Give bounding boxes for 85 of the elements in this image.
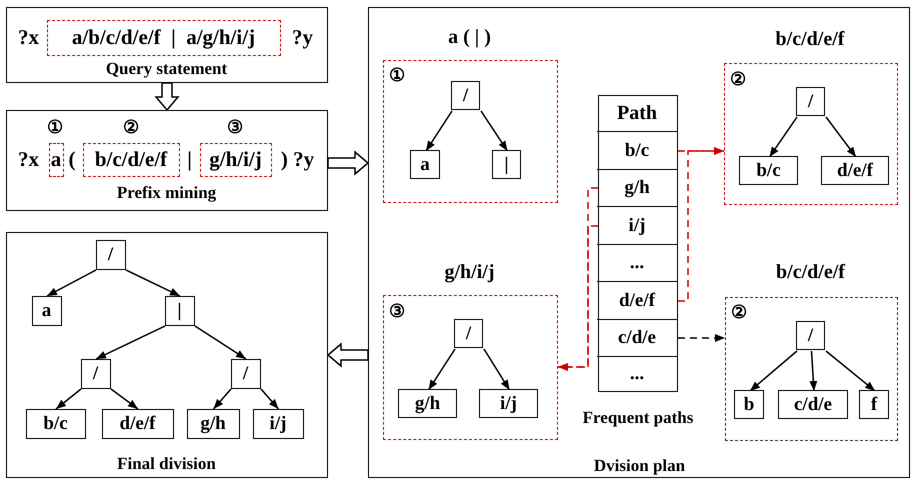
table-header: Path <box>616 100 658 126</box>
tree-node: c/d/e <box>778 390 848 419</box>
prefix-highlight: b/c/d/e/f <box>82 142 180 176</box>
dashed-arrow <box>558 225 598 371</box>
panel <box>6 7 328 83</box>
arrow <box>826 350 876 392</box>
variable-text: ) ?y <box>280 146 316 173</box>
table-row: ... <box>597 356 677 391</box>
block-arrow <box>154 82 180 112</box>
panel <box>6 232 328 478</box>
tree-node: i/j <box>252 408 304 438</box>
arrow <box>768 116 798 158</box>
tree-node: f <box>859 390 889 419</box>
variable-text: ?x <box>17 24 40 51</box>
dashed-arrow <box>678 147 724 302</box>
tree-node: g/h <box>186 408 240 438</box>
tree-node: / <box>454 319 483 348</box>
table-row: b/c <box>597 131 677 169</box>
prefix-highlight: g/h/i/j <box>200 142 272 176</box>
tree-node: a <box>32 296 62 326</box>
path-table <box>598 94 678 392</box>
panel-caption: Query statement <box>104 58 228 80</box>
circled-number: ① <box>388 64 406 86</box>
arrow <box>428 348 456 390</box>
tree-node: | <box>492 150 521 179</box>
circled-number: ③ <box>226 116 244 138</box>
bracket-text: ( <box>68 146 76 173</box>
circled-number: ② <box>122 116 140 138</box>
variable-text: ?x <box>17 146 40 173</box>
table-caption: Frequent paths <box>582 406 694 429</box>
arrow <box>46 269 96 297</box>
dashed-arrow <box>678 334 725 342</box>
tree-node: b <box>734 390 764 419</box>
prefix-highlight: a <box>48 142 64 176</box>
tree-node: / <box>451 81 480 110</box>
arrow <box>96 325 166 360</box>
tree-node: / <box>230 358 260 388</box>
arrow <box>825 116 857 158</box>
panel-caption: Final division <box>116 453 217 474</box>
arrow <box>110 388 138 410</box>
arrow <box>425 110 453 152</box>
tree-node: a <box>410 150 440 179</box>
arrow <box>212 388 232 410</box>
circled-number: ① <box>46 116 64 138</box>
arrow <box>483 348 510 390</box>
table-row: i/j <box>597 206 677 244</box>
tree-node: d/e/f <box>821 156 889 185</box>
table-row: g/h <box>597 169 677 206</box>
region-heading: b/c/d/e/f <box>775 260 846 285</box>
panel <box>6 110 328 211</box>
region-heading: b/c/d/e/f <box>774 27 846 52</box>
arrow <box>126 269 180 297</box>
tree-node: / <box>796 321 825 350</box>
arrow <box>750 350 798 392</box>
expression-highlight: a/b/c/d/e/f | a/g/h/i/j <box>46 20 280 56</box>
tree-node: i/j <box>479 389 538 418</box>
arrow <box>480 110 508 152</box>
arrow <box>260 388 280 410</box>
arrow <box>809 350 818 392</box>
variable-text: ?y <box>291 24 314 51</box>
operator-text: | <box>186 146 193 173</box>
panel <box>368 7 910 478</box>
tree-node: / <box>796 87 825 116</box>
circled-number: ③ <box>388 300 406 322</box>
region-heading: a ( | ) <box>447 25 492 50</box>
tree-node: b/c <box>26 408 86 438</box>
circled-number: ② <box>730 301 748 323</box>
table-row: ... <box>597 244 677 281</box>
region-heading: g/h/i/j <box>443 260 496 285</box>
tree-node: d/e/f <box>102 408 174 438</box>
table-row: d/e/f <box>597 281 677 319</box>
tree-node: / <box>96 240 126 270</box>
tree-node: b/c <box>739 156 798 185</box>
table-row: c/d/e <box>597 319 677 356</box>
block-arrow <box>326 342 369 368</box>
panel-caption: Dvision plan <box>592 455 686 476</box>
tree-node: / <box>80 358 110 388</box>
panel-caption: Prefix mining <box>116 182 218 204</box>
dashed-arrow <box>558 187 598 371</box>
block-arrow <box>327 150 370 176</box>
tree-node: | <box>164 296 194 326</box>
arrow <box>194 325 246 360</box>
circled-number: ② <box>729 68 747 90</box>
tree-node: g/h <box>398 389 457 418</box>
arrow <box>56 388 82 410</box>
